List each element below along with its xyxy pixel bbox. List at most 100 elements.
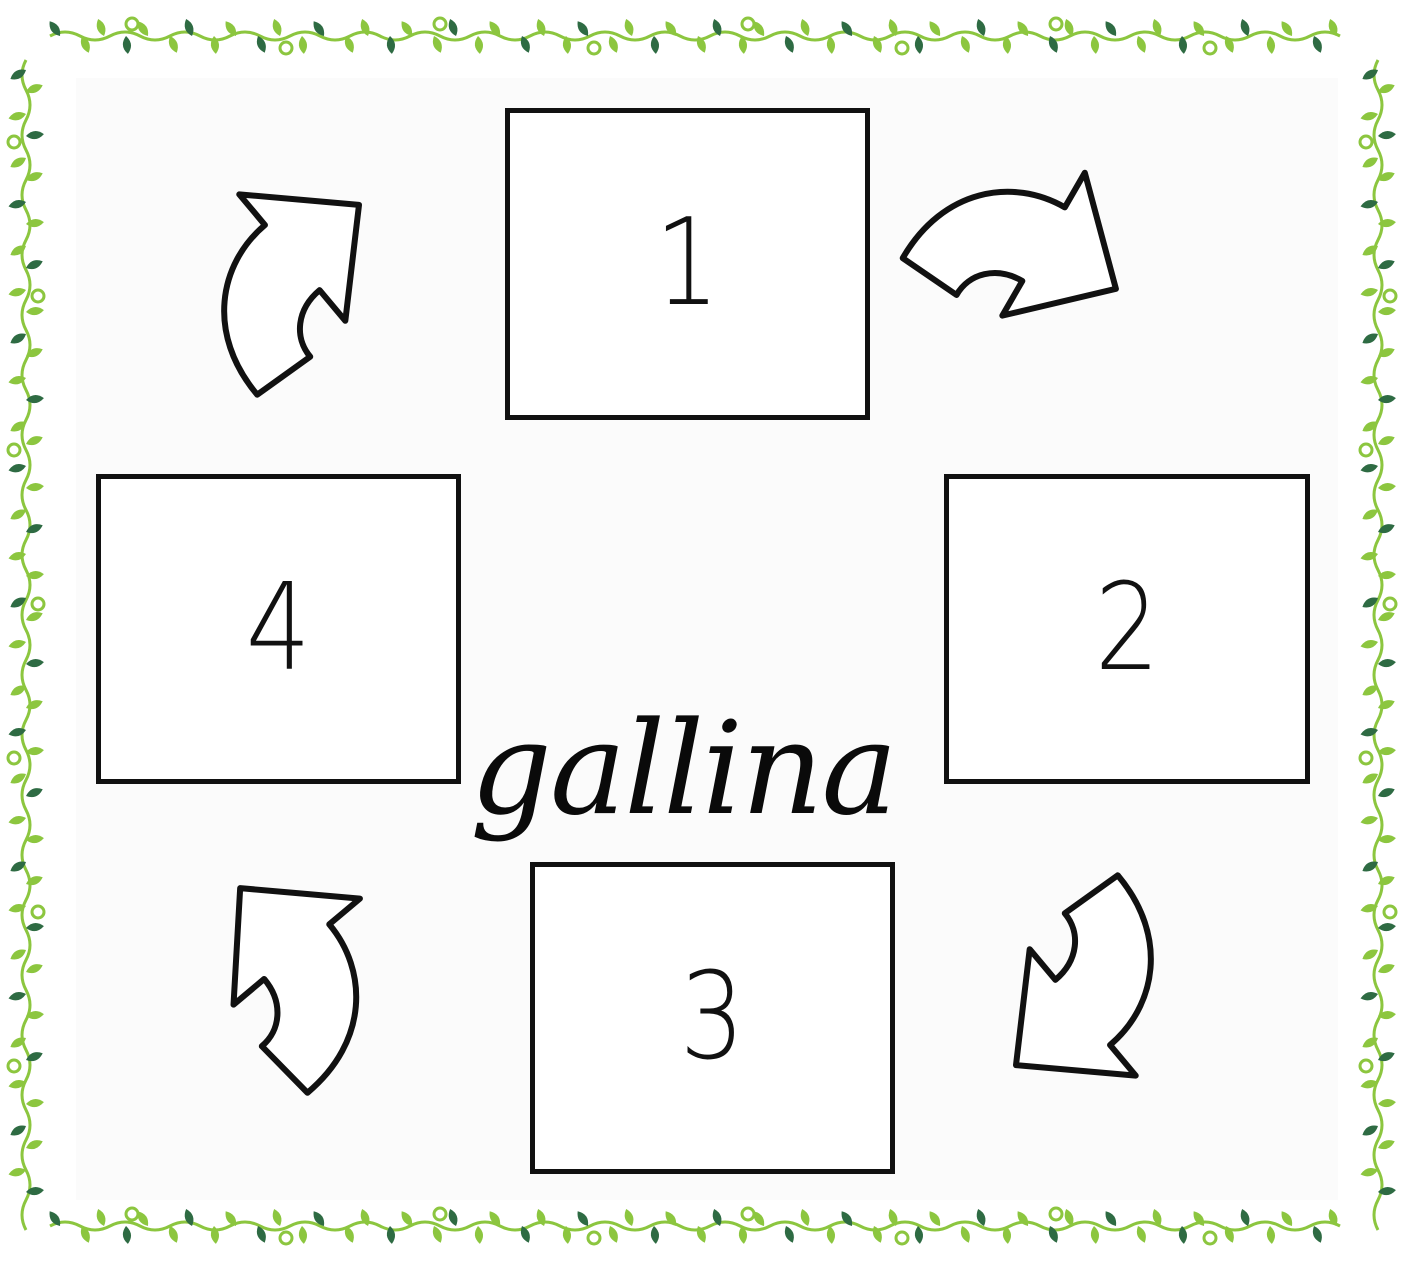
vine-leaf [1360, 286, 1379, 298]
vine-leaf [474, 36, 484, 55]
vine-leaf [122, 36, 132, 55]
vine-leaf [358, 18, 372, 38]
vine-leaf [1090, 36, 1100, 55]
vine-leaf [8, 462, 27, 474]
box-3: 3 [530, 862, 895, 1174]
vine-leaf [1378, 482, 1397, 492]
vine-curl [1360, 136, 1372, 148]
vine-leaf [94, 18, 108, 38]
vine-curl [126, 18, 138, 30]
vine-leaf [1360, 154, 1380, 170]
vine-leaf [838, 1209, 855, 1228]
vine-leaf [870, 1224, 884, 1244]
vine-leaf [1266, 36, 1276, 55]
vine-leaf [838, 19, 855, 38]
vine-leaf [26, 482, 45, 492]
vine-leaf [1046, 34, 1060, 54]
vine-curl [126, 1208, 138, 1220]
vine-leaf [1360, 110, 1379, 122]
vine-stem [50, 32, 1340, 40]
vine-curl [280, 1232, 292, 1244]
vine-leaf [474, 1226, 484, 1245]
vine-curl [1204, 42, 1216, 54]
vine-leaf [1360, 990, 1379, 1002]
vine-leaf [8, 990, 27, 1002]
box-4: 4 [96, 474, 461, 784]
vine-leaf [122, 1226, 132, 1245]
vine-leaf [958, 34, 972, 54]
vine-leaf [782, 34, 796, 54]
vine-leaf [24, 786, 44, 800]
box-2: 2 [944, 474, 1310, 784]
vine-leaf [650, 1226, 660, 1245]
vine-leaf [8, 110, 27, 122]
box-4-label: 4 [246, 569, 311, 689]
vine-leaf [1090, 1226, 1100, 1245]
vine-leaf [606, 1224, 620, 1244]
vine-leaf [8, 814, 27, 826]
vine-leaf [24, 610, 44, 624]
vine-leaf [8, 286, 27, 298]
vine-leaf [1378, 130, 1397, 140]
vine-leaf [1266, 1226, 1276, 1245]
vine-curl [8, 444, 20, 456]
vine-leaf [26, 658, 45, 668]
vine-leaf [1310, 34, 1324, 54]
vine-curl [588, 1232, 600, 1244]
vine-curl [896, 42, 908, 54]
vine-curl [742, 1208, 754, 1220]
vine-leaf [1014, 1209, 1031, 1228]
vine-curl [32, 906, 44, 918]
vine-leaf [798, 18, 812, 38]
vine-leaf [94, 1208, 108, 1228]
vine-curl [8, 136, 20, 148]
vine-leaf [270, 18, 284, 38]
vine-curl [1360, 1060, 1372, 1072]
vine-leaf [26, 306, 45, 316]
vine-leaf [1134, 1224, 1148, 1244]
vine-leaf [798, 1208, 812, 1228]
vine-curl [32, 598, 44, 610]
vine-leaf [24, 962, 44, 976]
vine-leaf [1046, 1224, 1060, 1244]
vine-leaf [1134, 34, 1148, 54]
vine-leaf [622, 1208, 636, 1228]
vine-curl [32, 290, 44, 302]
vine-leaf [26, 922, 45, 932]
vine-leaf [1378, 922, 1397, 932]
vine-leaf [1376, 786, 1396, 800]
vine-leaf [446, 1208, 460, 1228]
vine-leaf [8, 638, 27, 650]
vine-leaf [926, 19, 943, 38]
vine-leaf [926, 1209, 943, 1228]
vine-leaf [26, 130, 45, 140]
vine-leaf [298, 36, 308, 55]
vine-leaf [1360, 638, 1379, 650]
vine-curl [1384, 598, 1396, 610]
vine-leaf [1376, 434, 1396, 448]
vine-curl [434, 1208, 446, 1220]
vine-leaf [870, 34, 884, 54]
vine-curl [1204, 1232, 1216, 1244]
vine-curl [8, 1060, 20, 1072]
vine-curl [1360, 752, 1372, 764]
word-gallina: gallina [470, 706, 896, 834]
vine-leaf [8, 154, 28, 170]
vine-curl [1360, 444, 1372, 456]
vine-leaf [1102, 19, 1119, 38]
vine-leaf [1378, 658, 1397, 668]
vine-leaf [1360, 66, 1380, 82]
vine-leaf [782, 1224, 796, 1244]
vine-curl [896, 1232, 908, 1244]
vine-leaf [8, 66, 28, 82]
vine-leaf [1378, 306, 1397, 316]
vine-leaf [1360, 330, 1380, 346]
vine-curl [1384, 290, 1396, 302]
vine-leaf [1014, 19, 1031, 38]
vine-curl [742, 18, 754, 30]
box-3-label: 3 [680, 958, 745, 1078]
vine-leaf [8, 1122, 28, 1138]
vine-curl [8, 752, 20, 764]
vine-curl [1050, 18, 1062, 30]
vine-leaf [1360, 814, 1379, 826]
